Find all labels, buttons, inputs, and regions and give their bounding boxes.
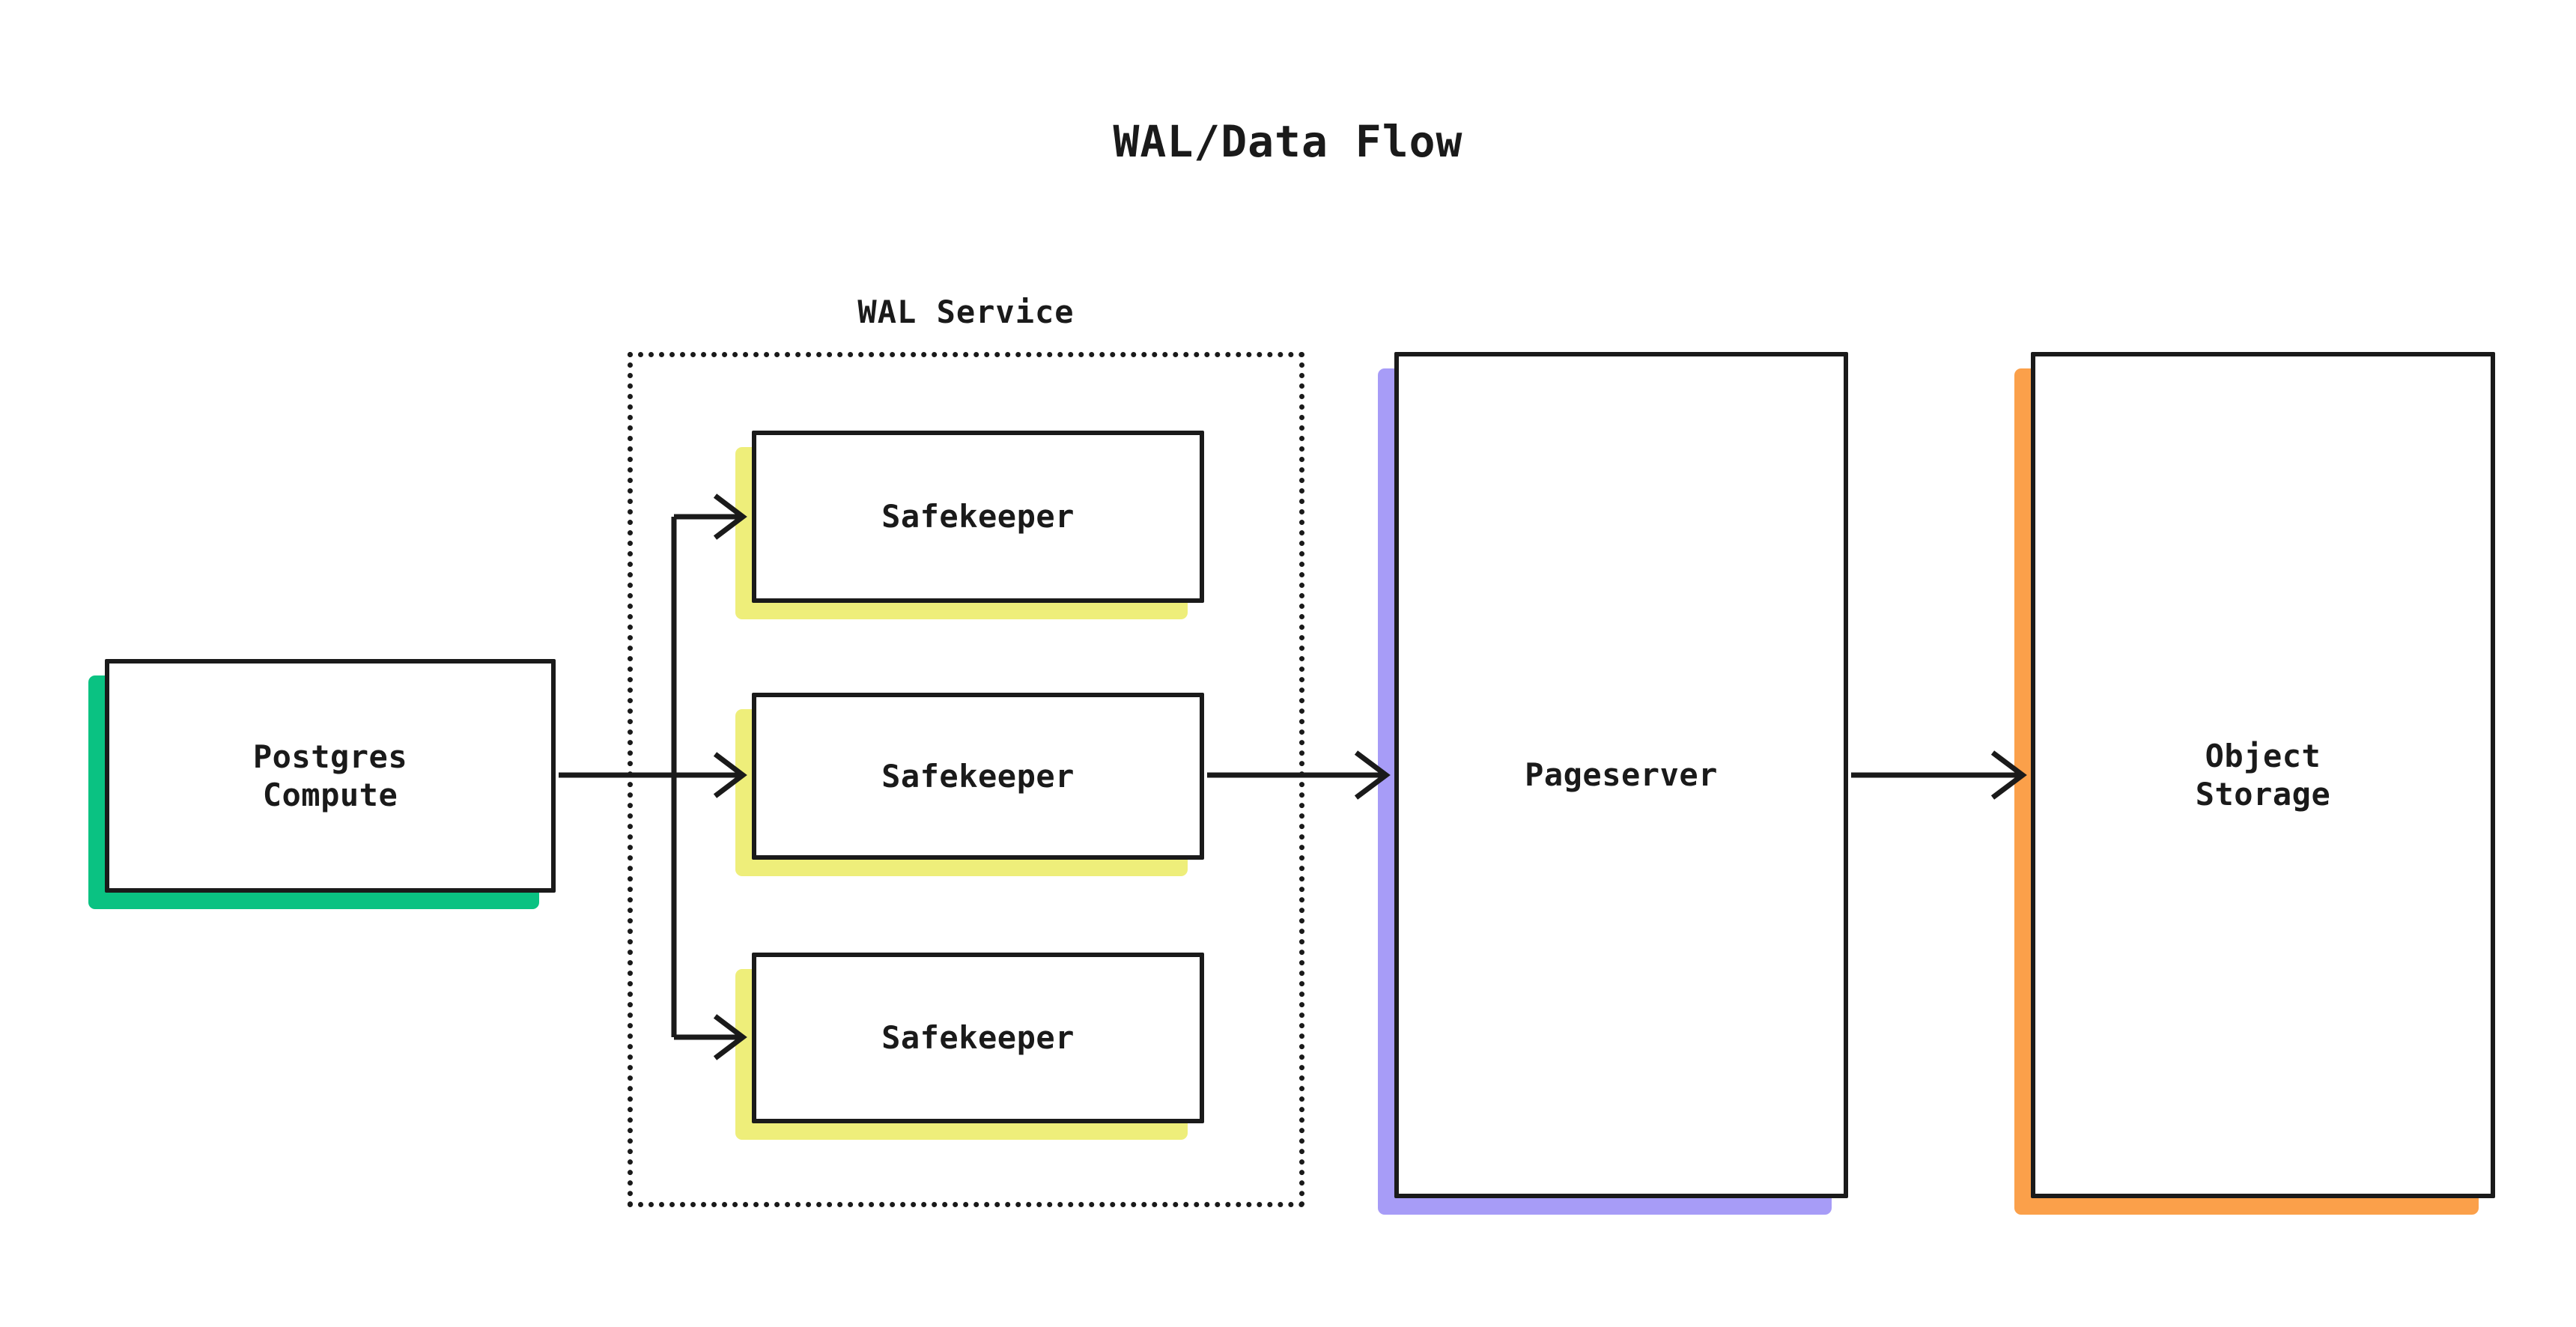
node-box: Safekeeper — [752, 431, 1204, 603]
wal-service-group-border — [628, 352, 1304, 1207]
node-safekeeper-2[interactable]: Safekeeper — [735, 693, 1204, 876]
page-title: WAL/Data Flow — [1113, 116, 1463, 167]
node-box: Pageserver — [1394, 352, 1848, 1198]
node-safekeeper-1[interactable]: Safekeeper — [735, 431, 1204, 619]
node-safekeeper-3[interactable]: Safekeeper — [735, 953, 1204, 1140]
node-label: Safekeeper — [881, 757, 1075, 795]
wal-service-group-label: WAL Service — [857, 294, 1075, 330]
node-label: Postgres Compute — [252, 738, 408, 813]
node-label: Safekeeper — [881, 498, 1075, 535]
node-box: Safekeeper — [752, 693, 1204, 860]
node-postgres-compute[interactable]: Postgres Compute — [88, 659, 556, 909]
node-label: Object Storage — [2195, 737, 2331, 813]
node-box: Safekeeper — [752, 953, 1204, 1123]
node-box: Postgres Compute — [105, 659, 556, 893]
node-label: Pageserver — [1525, 756, 1718, 794]
node-box: Object Storage — [2031, 352, 2495, 1198]
node-pageserver[interactable]: Pageserver — [1378, 352, 1848, 1215]
node-label: Safekeeper — [881, 1019, 1075, 1057]
node-object-storage[interactable]: Object Storage — [2014, 352, 2495, 1215]
